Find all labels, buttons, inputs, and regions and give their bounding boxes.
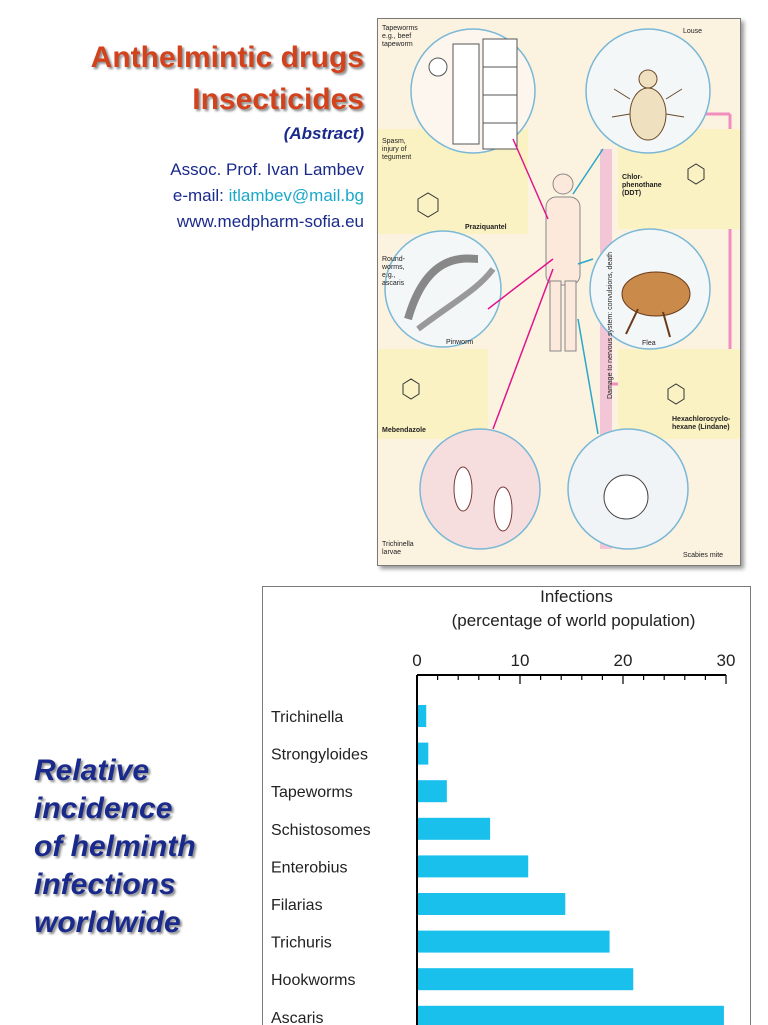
incidence-caption: Relative incidence of helminth infection…	[34, 752, 196, 942]
label-flea: Flea	[642, 340, 656, 347]
bar-filarias	[418, 893, 566, 915]
email-link[interactable]: itlambev@mail.bg	[228, 186, 364, 205]
category-label: Enterobius	[271, 859, 348, 876]
incidence-line: worldwide	[34, 906, 181, 939]
label-damage: Damage to nervous system: convulsions, d…	[607, 252, 614, 399]
label-mebendazole: Mebendazole	[382, 427, 426, 434]
roundworm-circle	[384, 230, 502, 348]
bar-schistosomes	[418, 817, 491, 840]
infections-bar-chart: Infections (percentage of world populatio…	[262, 586, 751, 1025]
chart-subtitle: (percentage of world population)	[452, 611, 696, 630]
label-praziquantel: Praziquantel	[465, 224, 507, 231]
bar-hookworms	[418, 968, 634, 991]
x-tick-label: 10	[511, 651, 530, 670]
label-lindane: Hexachlorocyclo-hexane (Lindane)	[672, 416, 731, 431]
incidence-line: incidence	[34, 792, 173, 825]
website-link[interactable]: www.medpharm-sofia.eu	[176, 212, 364, 231]
category-label: Hookworms	[271, 972, 355, 989]
bar-trichinella	[418, 705, 427, 727]
main-title: Anthelmintic drugs	[90, 41, 364, 74]
label-scabies: Scabies mite	[683, 552, 723, 559]
label-pinworm: Pinworm	[446, 339, 473, 346]
email-line: e-mail: itlambev@mail.bg	[173, 184, 364, 208]
category-label: Ascaris	[271, 1010, 323, 1025]
bar-ascaris	[418, 1005, 724, 1025]
bar-enterobius	[418, 855, 529, 878]
x-tick-label: 20	[614, 651, 633, 670]
incidence-line: Relative	[34, 754, 150, 787]
bar-trichuris	[418, 930, 610, 953]
secondary-title: Insecticides	[192, 83, 364, 116]
category-label: Filarias	[271, 897, 323, 914]
category-label: Strongyloides	[271, 747, 368, 764]
incidence-line: infections	[34, 868, 176, 901]
category-label: Trichinella	[271, 709, 343, 726]
trichinella-circle	[419, 428, 541, 550]
label-chlorphenothane: Chlor-phenothane(DDT)	[622, 174, 662, 197]
label-roundworms: Round-worms,e.g.,ascaris	[381, 256, 406, 287]
incidence-line: of helminth	[34, 830, 196, 863]
abstract-subtitle: (Abstract)	[283, 124, 364, 143]
bar-strongyloides	[418, 742, 429, 765]
category-label: Schistosomes	[271, 822, 371, 839]
chart-title: Infections	[540, 587, 613, 606]
x-tick-label: 0	[412, 651, 421, 670]
x-tick-label: 30	[717, 651, 736, 670]
label-louse: Louse	[683, 28, 702, 35]
email-label: e-mail:	[172, 186, 224, 205]
category-label: Trichuris	[271, 935, 332, 952]
bar-tapeworms	[418, 780, 447, 803]
category-label: Tapeworms	[271, 784, 353, 801]
author-name: Assoc. Prof. Ivan Lambev	[170, 160, 364, 179]
